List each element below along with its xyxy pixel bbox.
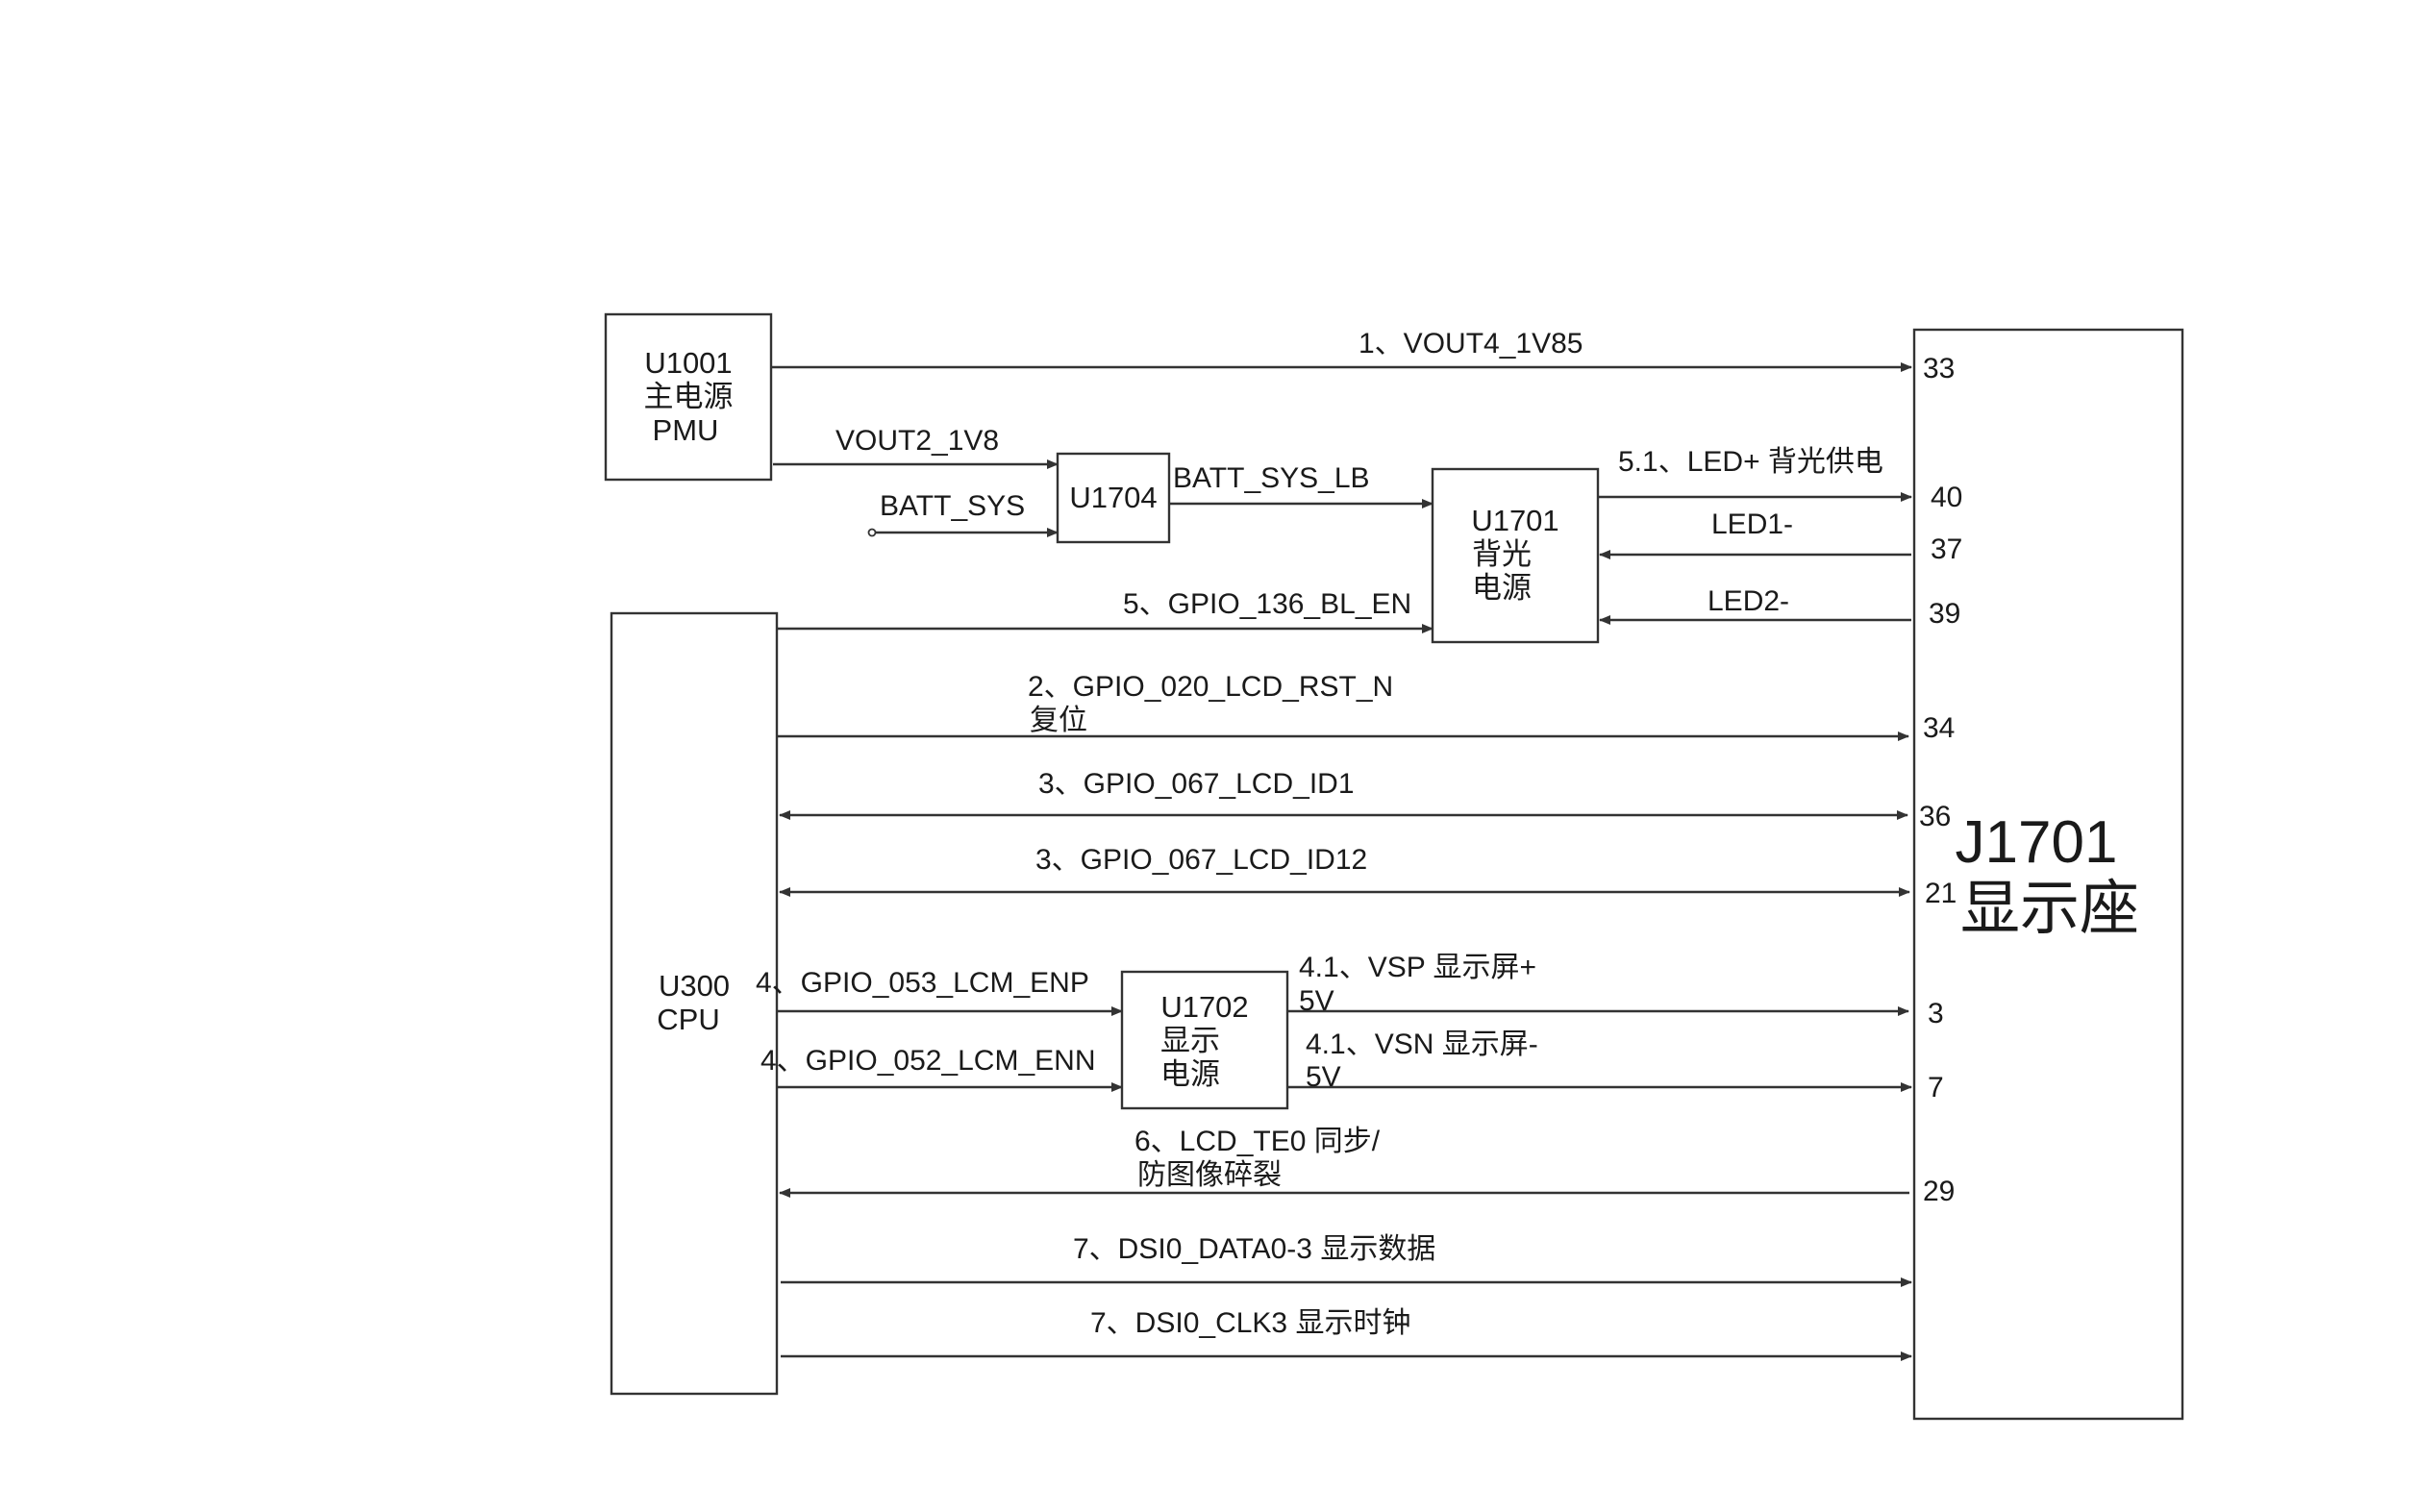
label-vsp-line2: 5V [1299,985,1334,1017]
pin-3: 3 [1928,998,1944,1029]
label-vout4: 1、VOUT4_1V85 [1359,328,1583,359]
label-vsp-line1: 4.1、VSP 显示屏+ [1299,952,1536,983]
u300-sub: CPU [657,1003,719,1036]
u1701-line2: 电源 [1472,571,1532,605]
label-lcd-id12: 3、GPIO_067_LCD_ID12 [1035,844,1367,876]
pin-7: 7 [1928,1072,1944,1103]
u1701-id: U1701 [1471,504,1558,537]
label-led1: LED1- [1711,508,1793,540]
j1701-id: J1701 [1956,809,2118,876]
label-vsn-line2: 5V [1306,1061,1341,1093]
label-batt-sys-lb: BATT_SYS_LB [1173,462,1370,494]
label-te0-line2: 防图像碎裂 [1137,1159,1282,1191]
pin-34: 34 [1923,712,1955,744]
pin-33: 33 [1923,353,1955,384]
pin-36: 36 [1919,801,1951,832]
j1701-connector: J1701 显示座 [1912,328,2184,1421]
batt-sys-terminal [867,528,877,537]
u1001-sub: PMU [653,413,719,447]
label-dsi-data: 7、DSI0_DATA0-3 显示数据 [1073,1233,1435,1265]
label-batt-sys: BATT_SYS [880,490,1025,522]
u1001-block: U1001 主电源 PMU [604,312,773,482]
label-vsn-line1: 4.1、VSN 显示屏- [1306,1029,1538,1060]
pin-29: 29 [1923,1176,1955,1207]
pin-40: 40 [1931,482,1962,513]
label-te0-line1: 6、LCD_TE0 同步/ [1134,1126,1381,1157]
j1701-name: 显示座 [1960,876,2139,942]
label-led-plus: 5.1、LED+ 背光供电 [1618,446,1883,478]
u1702-line2: 电源 [1160,1057,1220,1091]
u300-id: U300 [659,969,730,1003]
u1001-id: U1001 [644,346,732,380]
label-bl-en: 5、GPIO_136_BL_EN [1123,588,1411,620]
label-rst-n: 2、GPIO_020_LCD_RST_N [1028,671,1393,703]
u1702-line1: 显示 [1160,1024,1220,1057]
label-lcm-enp: 4、GPIO_053_LCM_ENP [756,967,1089,999]
u1704-id: U1704 [1069,481,1157,514]
u300-block: U300 CPU [610,611,779,1396]
pin-37: 37 [1931,533,1962,565]
label-lcm-enn: 4、GPIO_052_LCM_ENN [760,1045,1096,1077]
pin-21: 21 [1925,878,1957,909]
label-dsi-clk: 7、DSI0_CLK3 显示时钟 [1090,1307,1410,1339]
u1702-block: U1702 显示 电源 [1120,970,1289,1110]
label-rst-note: 复位 [1030,705,1087,736]
u1701-line1: 背光 [1472,537,1532,571]
label-vout2: VOUT2_1V8 [835,425,999,457]
u1702-id: U1702 [1160,990,1248,1024]
u1001-name: 主电源 [644,380,734,413]
label-lcd-id1: 3、GPIO_067_LCD_ID1 [1038,768,1355,800]
label-led2: LED2- [1708,585,1789,617]
u1704-block: U1704 [1056,452,1171,544]
pin-39: 39 [1929,598,1960,630]
u1701-block: U1701 背光 电源 [1431,467,1600,644]
